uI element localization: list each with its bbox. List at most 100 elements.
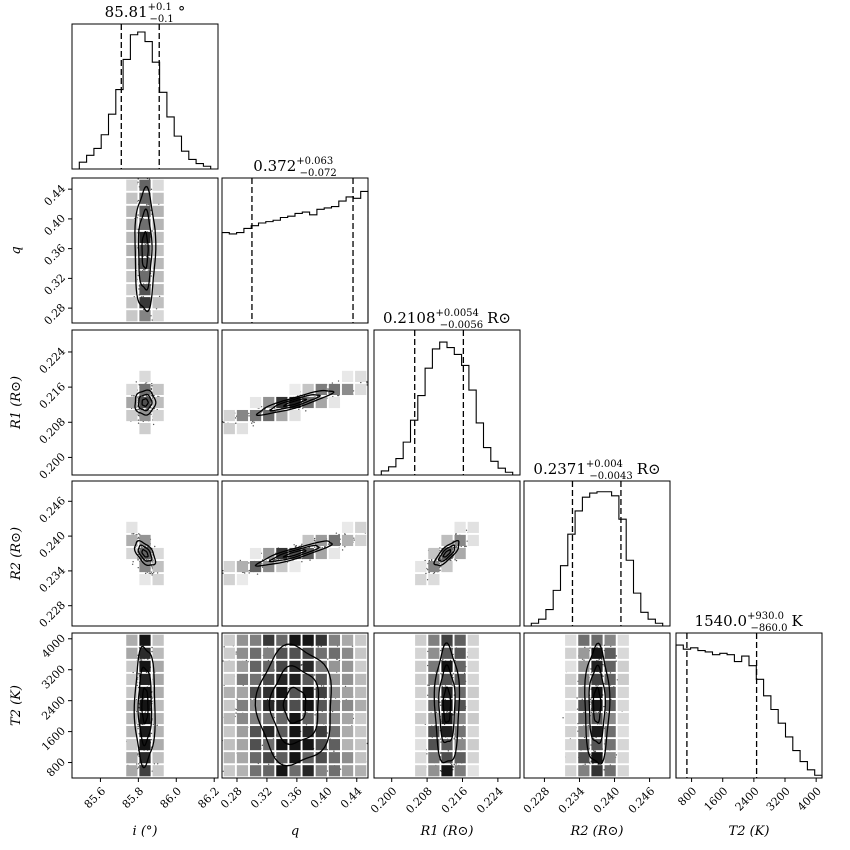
density-cell — [236, 686, 249, 699]
panel-body — [72, 330, 218, 475]
scatter-point — [439, 569, 441, 572]
scatter-point — [148, 269, 150, 271]
scatter-point — [439, 738, 442, 740]
density-cell — [139, 396, 151, 409]
density-cell — [467, 660, 479, 672]
x-tick-label-T2: 2400 — [733, 785, 762, 814]
density-cell — [223, 560, 235, 573]
scatter-point — [150, 550, 152, 552]
density-cell — [578, 673, 590, 685]
density-cell — [139, 686, 151, 699]
scatter-point — [142, 723, 144, 726]
density-cell — [315, 634, 327, 646]
density-cell — [328, 712, 341, 725]
scatter-point — [151, 572, 154, 575]
scatter-point — [137, 559, 139, 561]
panel-frame — [373, 632, 521, 779]
density-cell — [289, 396, 301, 409]
density-cell — [249, 739, 262, 751]
density-cell — [315, 739, 327, 751]
density-cell — [126, 765, 138, 777]
density-cell — [565, 765, 577, 777]
scatter-point — [248, 572, 250, 574]
scatter-point — [150, 407, 152, 409]
density-cell — [441, 660, 453, 672]
scatter-point — [441, 685, 443, 687]
contour-0 — [433, 539, 460, 567]
density-cell — [604, 647, 616, 659]
scatter-point — [333, 750, 335, 752]
density-cell — [328, 660, 341, 672]
density-cell — [126, 205, 138, 217]
contour-2 — [282, 549, 307, 558]
density-cell — [152, 297, 164, 309]
scatter-point — [151, 566, 153, 568]
scatter-point — [439, 704, 442, 706]
scatter-point — [455, 763, 457, 765]
x-axis-label-q: q — [291, 824, 299, 839]
scatter-point — [152, 172, 153, 173]
density-cell — [428, 752, 440, 764]
scatter-point — [131, 395, 133, 397]
density-cell — [249, 634, 262, 646]
y-axis-label-T2: T2 (K) — [9, 685, 24, 726]
density-cell — [604, 712, 616, 725]
scatter-point — [615, 655, 617, 657]
density-cell — [126, 383, 138, 396]
density-cell — [126, 257, 138, 270]
x-tick-label-q: 0.36 — [278, 785, 305, 812]
panel-body — [72, 172, 218, 329]
scatter-point — [137, 753, 139, 755]
density-cell — [249, 560, 262, 573]
density-cell — [604, 726, 616, 738]
title-plus: +0.1 — [148, 2, 172, 13]
scatter-point — [132, 671, 134, 674]
scatter-point — [337, 380, 340, 382]
density-cell — [315, 712, 327, 725]
density-cell — [441, 634, 453, 646]
contour-1 — [137, 544, 153, 562]
contour-0 — [134, 389, 157, 416]
density-cell — [578, 660, 590, 672]
density-cell — [152, 257, 164, 270]
title-inc: 85.81+0.1−0.1° — [105, 2, 186, 25]
density-cell — [428, 574, 440, 586]
density-cell — [139, 271, 151, 283]
scatter-point — [341, 549, 344, 551]
hist-panel-q — [221, 177, 369, 324]
density-cell — [604, 660, 616, 672]
density-cell — [578, 712, 590, 725]
density-cell — [126, 179, 138, 191]
density-cell — [591, 752, 603, 764]
density-cell — [578, 739, 590, 751]
scatter-point — [595, 685, 597, 687]
density-cell — [276, 673, 288, 685]
scatter-point — [314, 714, 316, 716]
scatter-point — [136, 328, 137, 329]
density-cell — [341, 383, 354, 396]
density-cell — [276, 396, 288, 409]
density-cell — [355, 699, 367, 712]
scatter-point — [150, 738, 152, 741]
scatter-point — [344, 685, 347, 688]
scatter-point — [322, 685, 325, 687]
scatter-point — [150, 315, 152, 317]
scatter-point — [144, 572, 147, 575]
scatter-point — [137, 422, 140, 424]
density-cell — [341, 686, 354, 699]
scatter-point — [144, 243, 147, 245]
scatter-point — [313, 674, 316, 676]
title-median: 1540.0 — [695, 612, 748, 630]
density-cell — [604, 634, 616, 646]
density-cell — [263, 396, 275, 409]
density-cell — [328, 765, 341, 777]
density-cell — [591, 739, 603, 751]
y-tick-label-q: 0.36 — [42, 242, 69, 269]
contour-2 — [141, 230, 149, 270]
scatter-point — [339, 768, 342, 770]
density-cell — [249, 660, 262, 672]
density-cell — [126, 673, 138, 685]
y-axis-label-R1: R1 (R⊙) — [9, 376, 24, 430]
density-cell — [276, 560, 288, 573]
